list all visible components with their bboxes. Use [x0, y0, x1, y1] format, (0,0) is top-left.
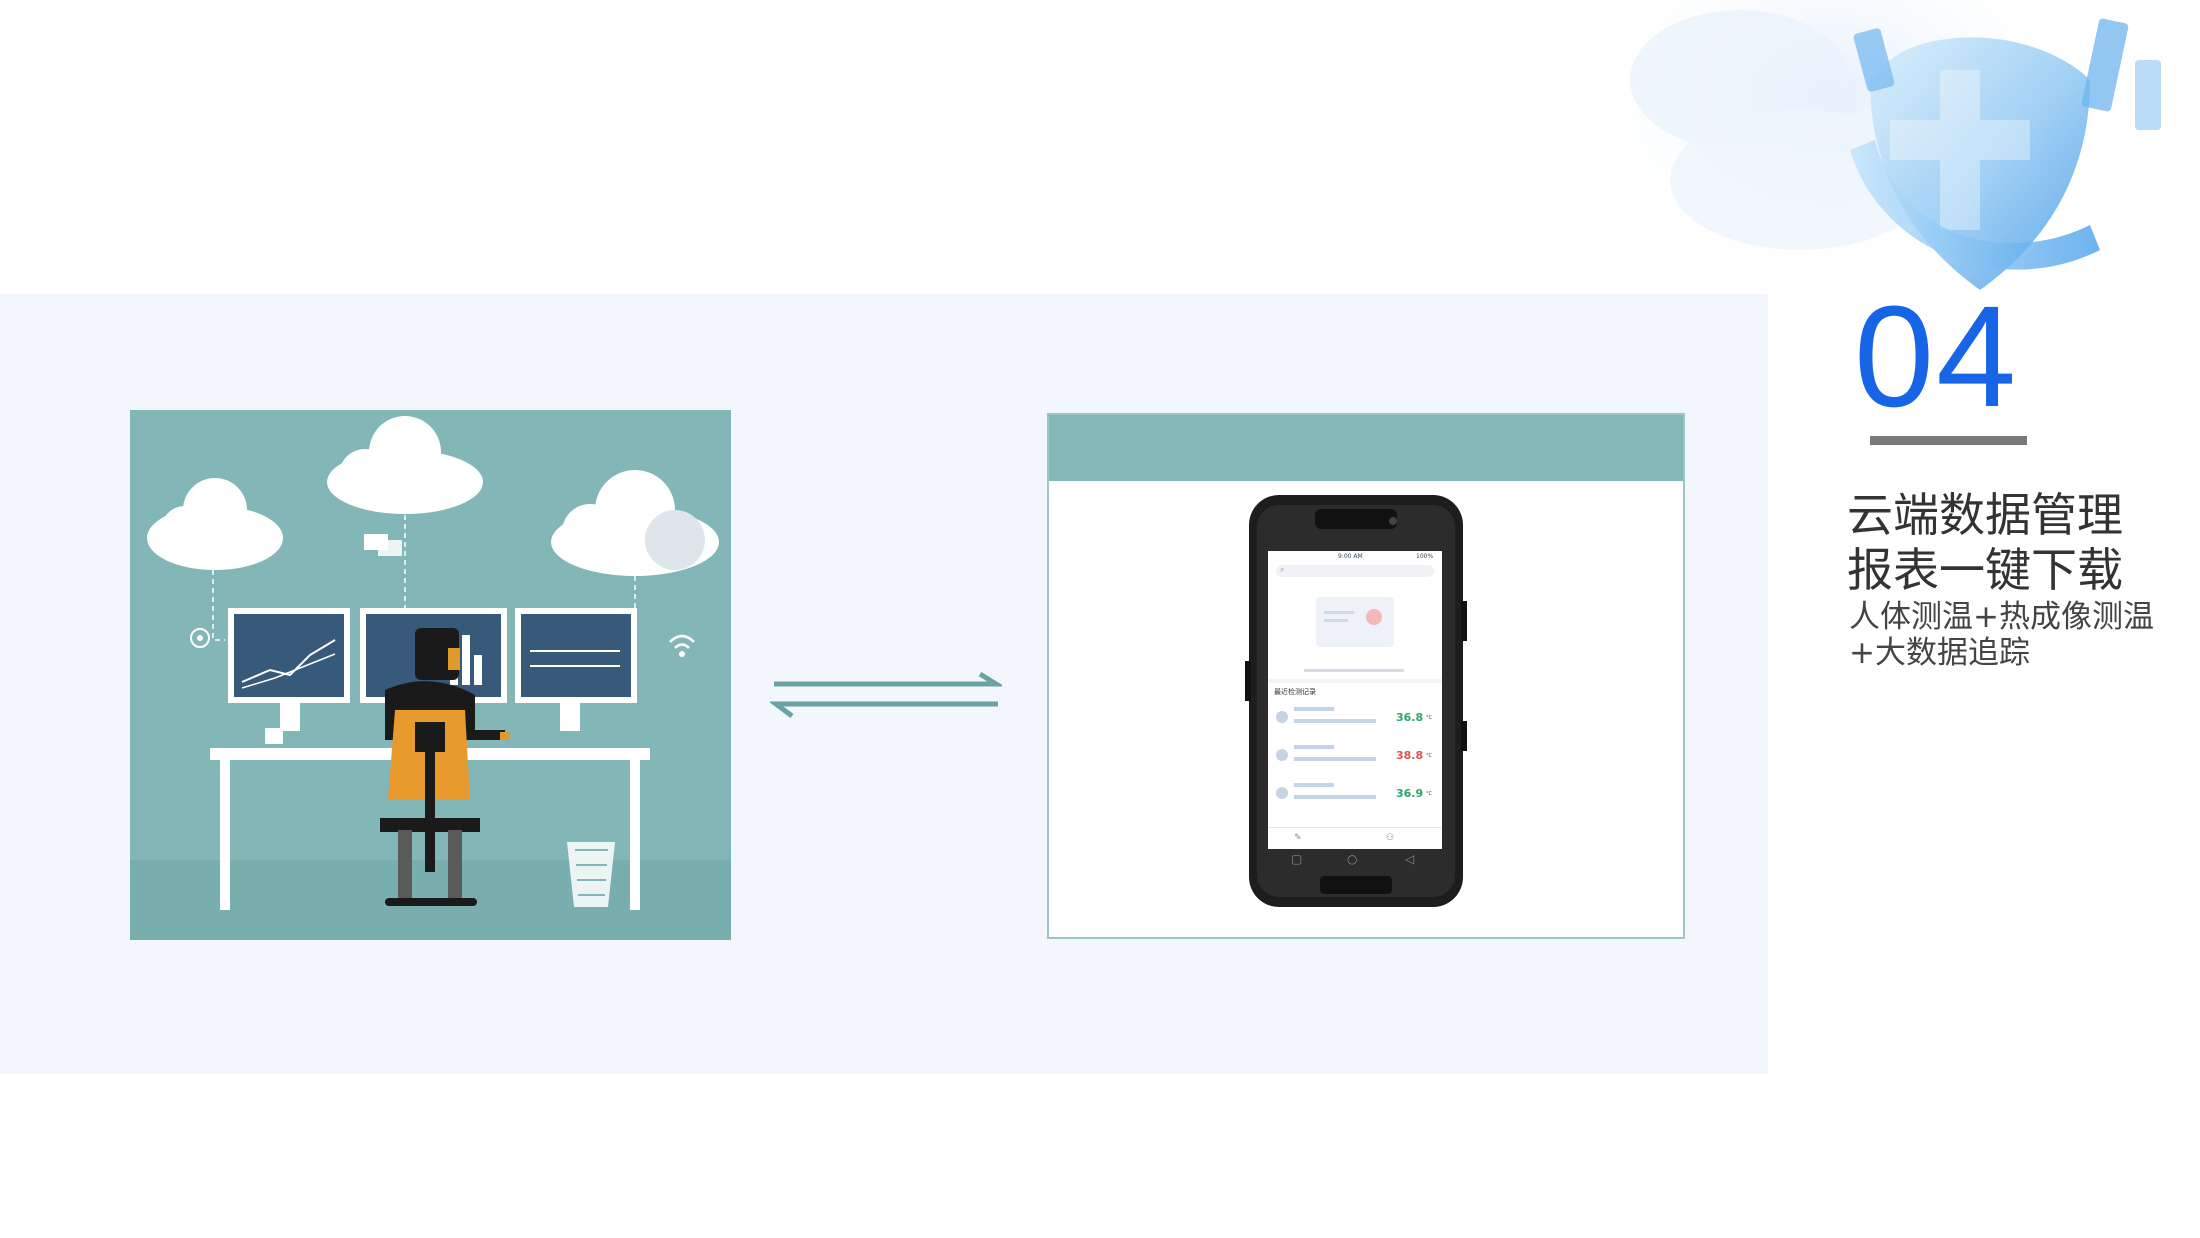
- record-temperature: 36.8: [1396, 711, 1424, 724]
- records-section-label: 最近检测记录: [1274, 688, 1316, 696]
- phone-screen: 9:00 AM 100% ⌕ 最近检测记录 36.8 °C: [1268, 551, 1442, 849]
- office-illustration: [130, 410, 731, 940]
- record-temperature: 36.9: [1396, 787, 1424, 800]
- shield-decoration: [1620, 0, 2161, 300]
- record-unit: °C: [1426, 753, 1432, 759]
- device-panel-header: [1049, 415, 1683, 481]
- svg-text:◁: ◁: [1404, 852, 1414, 866]
- subheading-line-1: 人体测温+热成像测温: [1849, 599, 2154, 635]
- record-row[interactable]: 38.8 °C: [1268, 739, 1442, 775]
- subheading-line-2: +大数据追踪: [1849, 635, 2030, 671]
- record-temperature: 38.8: [1396, 749, 1424, 762]
- record-avatar: [1276, 711, 1288, 723]
- heading-line-2: 报表一键下载: [1847, 543, 2123, 597]
- record-unit: °C: [1426, 715, 1432, 721]
- svg-text:▢: ▢: [1291, 852, 1302, 866]
- sync-arrows-icon: [770, 672, 1002, 718]
- device-panel: ▢ ○ ◁ 9:00 AM 100% ⌕ 最近检测记录 36.8: [1047, 413, 1685, 939]
- avatar: [1366, 609, 1382, 625]
- profile-tab-icon[interactable]: ⚇: [1386, 833, 1395, 843]
- record-row[interactable]: 36.9 °C: [1268, 777, 1442, 813]
- scan-hint-placeholder: [1304, 669, 1404, 672]
- scan-tab-icon[interactable]: ✎: [1294, 833, 1302, 843]
- status-battery: 100%: [1416, 553, 1434, 560]
- search-icon: ⌕: [1280, 565, 1285, 574]
- section-number: 04: [1854, 276, 2019, 437]
- record-row[interactable]: 36.8 °C: [1268, 701, 1442, 737]
- id-card-illustration: [1316, 597, 1394, 647]
- bottom-nav: ✎ ⚇: [1268, 827, 1442, 849]
- heading-line-1: 云端数据管理: [1847, 488, 2123, 542]
- status-time: 9:00 AM: [1338, 553, 1363, 560]
- svg-text:○: ○: [1347, 852, 1357, 866]
- record-avatar: [1276, 787, 1288, 799]
- rugged-phone: ▢ ○ ◁ 9:00 AM 100% ⌕ 最近检测记录 36.8: [1245, 491, 1467, 911]
- section-underline: [1870, 436, 2027, 445]
- search-bar[interactable]: ⌕: [1276, 565, 1434, 577]
- record-avatar: [1276, 749, 1288, 761]
- record-unit: °C: [1426, 791, 1432, 797]
